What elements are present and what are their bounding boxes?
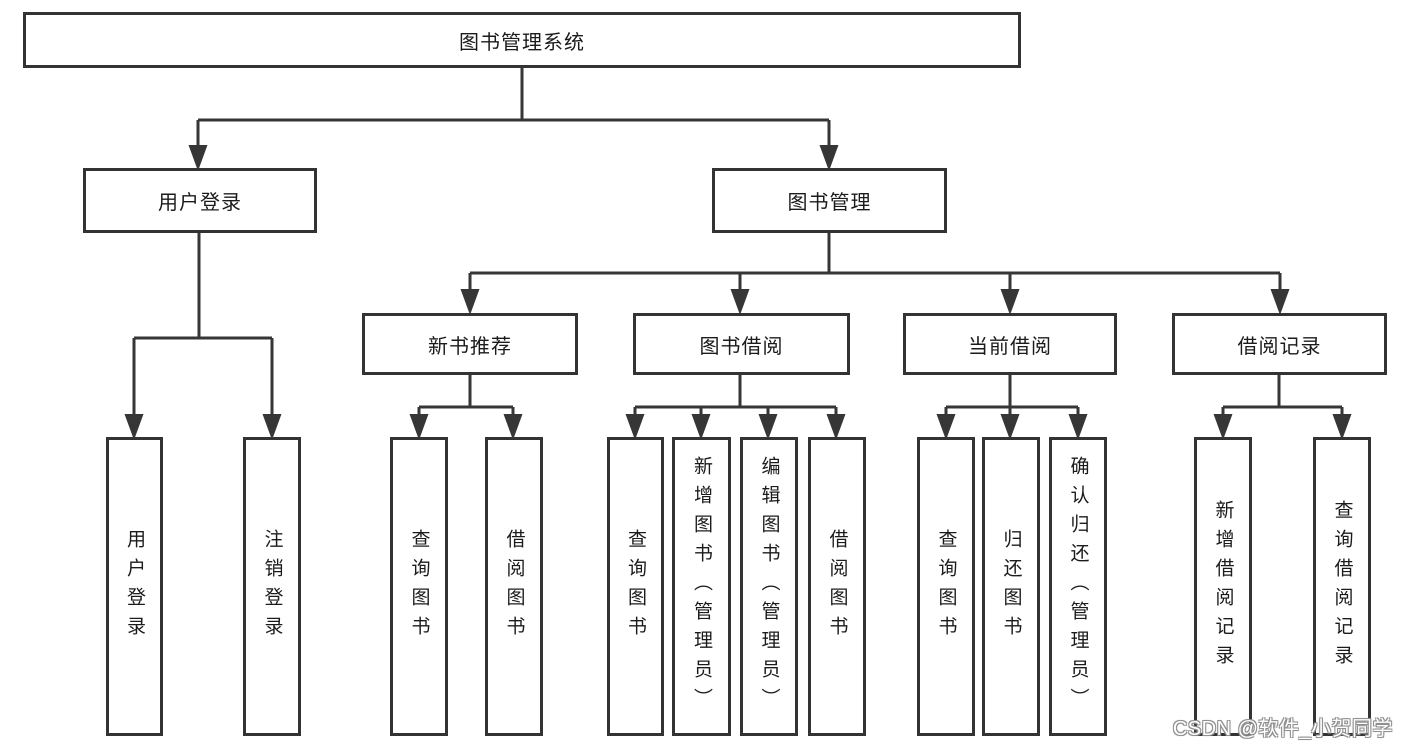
leaf-logout: 注销登录 [243,437,301,736]
node-label: 编辑图书（管理员） [758,456,780,717]
node-borrow-records: 借阅记录 [1172,313,1387,375]
node-label: 查询借阅记录 [1331,499,1353,674]
leaf-confirm-return-admin: 确认归还（管理员） [1049,437,1107,736]
node-label: 新书推荐 [428,335,512,358]
leaf-query-book-borrow: 查询图书 [607,437,664,736]
node-label: 新增借阅记录 [1212,499,1234,674]
node-label: 新增图书（管理员） [691,456,712,717]
node-label: 当前借阅 [968,335,1052,358]
node-label: 查询图书 [935,528,957,645]
leaf-user-login: 用户登录 [106,437,163,736]
leaf-return-book: 归还图书 [982,437,1040,736]
leaf-query-borrow-record: 查询借阅记录 [1313,437,1371,736]
node-label: 查询图书 [408,528,430,645]
leaf-edit-book-admin: 编辑图书（管理员） [740,437,798,736]
node-current-borrow: 当前借阅 [903,313,1117,375]
node-label: 借阅记录 [1237,335,1322,358]
leaf-add-borrow-record: 新增借阅记录 [1194,437,1252,736]
node-label: 用户登录 [158,192,242,214]
node-label: 查询图书 [625,528,646,645]
node-label: 图书借阅 [699,335,784,358]
node-label: 注销登录 [261,528,283,645]
csdn-watermark: CSDN @软件_小贺同学 [1172,718,1393,740]
node-library-management-system: 图书管理系统 [23,12,1021,68]
leaf-query-book-current: 查询图书 [917,437,975,736]
leaf-borrow-book-recommend: 借阅图书 [485,437,543,736]
node-label: 借阅图书 [826,528,848,645]
node-label: 确认归还（管理员） [1067,456,1089,717]
node-label: 图书管理 [787,192,872,214]
node-label: 用户登录 [124,528,145,645]
node-book-management: 图书管理 [712,168,947,233]
node-label: 图书管理系统 [459,31,585,54]
arrowheads [124,145,1352,440]
leaf-borrow-book: 借阅图书 [808,437,866,736]
leaf-query-book-recommend: 查询图书 [390,437,448,736]
node-new-book-recommend: 新书推荐 [362,313,578,375]
leaf-add-book-admin: 新增图书（管理员） [672,437,731,736]
node-book-borrow: 图书借阅 [633,313,850,375]
node-label: 借阅图书 [503,528,525,645]
node-label: 归还图书 [1000,528,1022,645]
node-user-login: 用户登录 [83,168,317,233]
